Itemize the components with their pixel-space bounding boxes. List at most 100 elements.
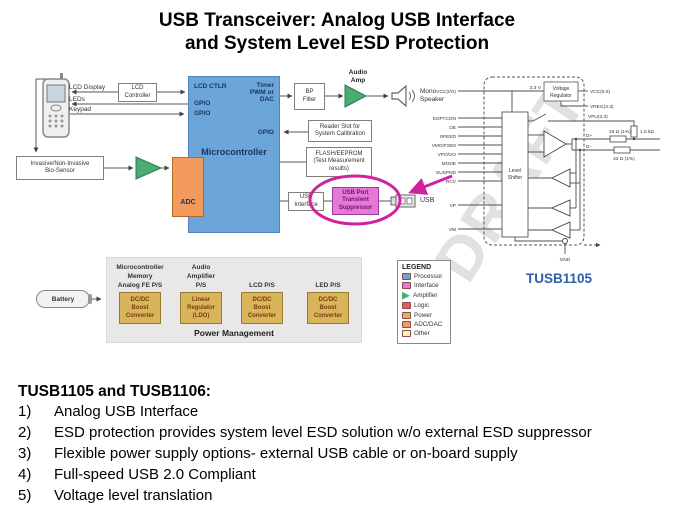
suppressor-line1: USB Port	[342, 189, 369, 196]
micro-gpio3-label: GPIO	[257, 129, 274, 136]
amplifier-triangle-icon	[402, 291, 410, 300]
reader-slot-box: Reader Slot for System Calibration	[308, 120, 372, 142]
legend-item-power: Power	[402, 311, 450, 319]
leds-label: LEDs	[69, 96, 85, 103]
handheld-device-icon	[42, 73, 70, 138]
adc-dac-swatch-icon	[402, 320, 411, 328]
flash-line2: (Test Measurement	[313, 158, 365, 165]
pin-mode: MODE	[442, 161, 456, 167]
micro-lcd-ctlr-label: LCD CTLR	[194, 83, 227, 90]
power-col1-header: Microcontroller Memory Analog FE P/S	[116, 264, 164, 289]
pullup-resistor-label: 1.5 kΩ	[640, 129, 654, 135]
legend-item-other: Other	[402, 330, 450, 338]
pin-vcc50: VCC(5.0)	[590, 89, 610, 95]
dminus-label: D-	[586, 144, 591, 150]
micro-gpio2-label: GPIO	[194, 110, 211, 117]
adc-label: ADC	[180, 199, 196, 206]
highlight-ellipse	[308, 174, 402, 226]
gnd-label: GND	[560, 257, 571, 263]
footer-heading: TUSB1105 and TUSB1106:	[18, 383, 211, 400]
flash-line1: FLASH/EEPROM	[315, 150, 363, 157]
logic-swatch-icon	[402, 302, 411, 310]
level-shifter-label2: Shifter	[508, 175, 523, 181]
sensor-amplifier-icon	[135, 156, 163, 180]
pin-oe: OE	[449, 125, 456, 131]
audio-amp-label2: Amp	[350, 77, 366, 84]
list-item: 1)Analog USB Interface	[18, 403, 199, 420]
battery: Battery	[36, 290, 90, 308]
interface-swatch-icon	[402, 282, 411, 290]
flash-line3: results)	[329, 165, 349, 172]
legend-title: LEGEND	[402, 264, 432, 271]
audio-amp-label1: Audio	[348, 69, 368, 76]
power-management-title: Power Management	[194, 328, 274, 338]
highlight-arrow	[408, 174, 453, 195]
pin-speed: SPEED	[440, 134, 457, 140]
list-item: 2)ESD protection provides system level E…	[18, 424, 592, 441]
battery-terminal	[88, 294, 92, 304]
keypad-label: Keypad	[69, 106, 92, 113]
micro-timer-label2: PWM or	[249, 89, 274, 96]
micro-gpio1-label: GPIO	[194, 100, 211, 107]
usb-interface-line1: USB	[299, 194, 313, 200]
pin-vmo-fse0: VMO/FSE0	[432, 143, 457, 149]
bp-filter-box: BP Filter	[294, 83, 325, 110]
bio-sensor-box: Invasive/Non-Invasive Bio-Sensor	[16, 156, 104, 180]
power-col4-header: LED P/S	[315, 282, 341, 289]
voltage-regulator-label1: Voltage	[553, 86, 570, 92]
pin-vpo-vo: VPO/VO	[438, 152, 457, 158]
other-swatch-icon	[402, 330, 411, 338]
legend-item-amplifier: Amplifier	[402, 291, 450, 300]
pin-rcv: RCV	[446, 179, 457, 185]
pin-softcon: SOFTCON	[433, 116, 457, 122]
processor-swatch-icon	[402, 273, 411, 280]
legend-item-processor: Processor	[402, 273, 450, 280]
bio-sensor-line2: Bio-Sensor	[45, 168, 75, 174]
flash-eeprom-box: FLASH/EEPROM (Test Measurement results)	[306, 147, 372, 177]
usb-interface-line2: Interface	[294, 201, 318, 208]
tusb1105-name: TUSB1105	[525, 271, 593, 286]
mono-speaker-label1: Mono	[420, 88, 437, 95]
chip-33v-label: 3.3 V	[530, 85, 542, 91]
bp-filter-line2: Filter	[302, 96, 317, 103]
page-title: USB Transceiver: Analog USB Interface an…	[0, 9, 674, 55]
power-swatch-icon	[402, 311, 411, 319]
pin-vm: VM	[449, 227, 456, 233]
footer-feature-list: 1)Analog USB Interface 2)ESD protection …	[18, 401, 592, 506]
micro-timer-label1: Timer	[256, 82, 274, 89]
bp-filter-line1: BP	[305, 89, 314, 95]
micro-timer-label3: DAC	[259, 96, 274, 103]
power-col2-header: Audio Amplifier P/S	[186, 264, 216, 289]
dplus-label: D+	[586, 133, 592, 139]
reader-slot-line2: System Calibration	[314, 131, 366, 137]
level-shifter-label1: Level	[509, 168, 521, 174]
power-col3-header: LCD P/S	[249, 282, 275, 289]
pin-vreg33: VREG(3.3)	[590, 104, 614, 110]
dplus-resistor-label: 33 Ω (1%)	[609, 129, 631, 135]
bio-sensor-line1: Invasive/Non-Invasive	[30, 160, 90, 167]
legend-item-logic: Logic	[402, 302, 450, 310]
lcd-controller-box: LCD Controller	[118, 83, 157, 102]
list-item: 5)Voltage level translation	[18, 487, 213, 504]
mono-speaker-label2: Speaker	[420, 96, 445, 103]
dminus-resistor-label: 33 Ω (1%)	[613, 156, 635, 162]
list-item: 4)Full-speed USB 2.0 Compliant	[18, 466, 256, 483]
usb-interface-box: USB Interface	[288, 192, 324, 211]
list-item: 3)Flexible power supply options- externa…	[18, 445, 518, 462]
mono-speaker-icon	[391, 84, 415, 108]
micro-name: Microcontroller	[201, 147, 267, 157]
suppressor-line2: Transient	[342, 197, 369, 204]
legend-item-interface: Interface	[402, 282, 450, 290]
usb-port-label: USB	[420, 197, 435, 204]
reader-slot-line1: Reader Slot for	[319, 123, 361, 130]
suppressor-line3: Suppressor	[338, 204, 373, 211]
audio-amplifier-icon	[344, 84, 368, 108]
title-line2: and System Level ESD Protection	[184, 33, 490, 54]
